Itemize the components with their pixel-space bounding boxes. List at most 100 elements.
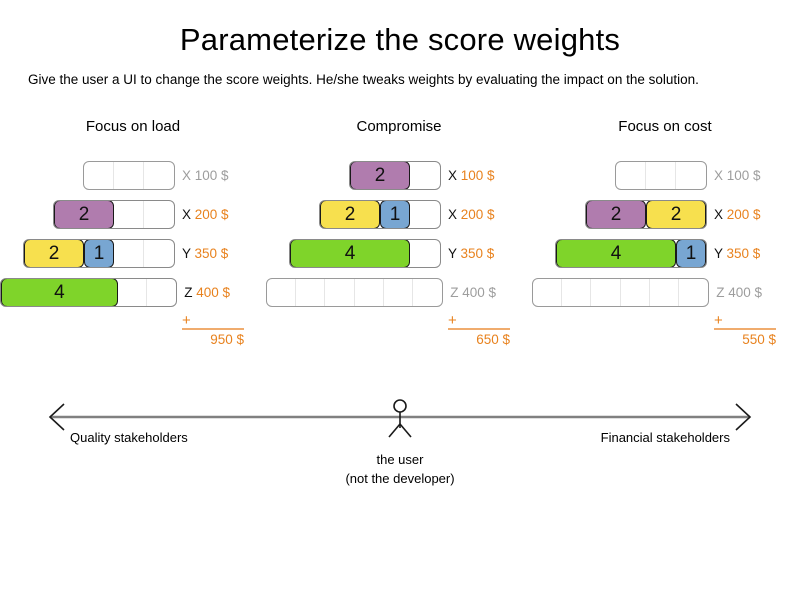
column-heading: Compromise xyxy=(356,118,442,135)
empty-slot[interactable] xyxy=(413,279,442,306)
weight-row: 4 Z 400 $ xyxy=(0,273,266,312)
weight-slider-track[interactable]: 2 xyxy=(349,161,441,190)
weight-slider-track[interactable] xyxy=(266,278,444,307)
empty-slot[interactable] xyxy=(84,162,114,189)
row-letter: X xyxy=(448,207,458,222)
row-letter: X xyxy=(714,207,724,222)
weight-segment[interactable]: 2 xyxy=(646,201,706,228)
weight-slider-track[interactable] xyxy=(615,161,707,190)
sum-row: +950 $ xyxy=(0,312,266,347)
empty-slot[interactable] xyxy=(679,279,708,306)
weight-slider-track[interactable] xyxy=(532,278,710,307)
sum-row: +650 $ xyxy=(266,312,532,347)
empty-slot[interactable] xyxy=(144,162,174,189)
weight-segment[interactable]: 2 xyxy=(350,162,410,189)
row-price: 400 $ xyxy=(196,285,231,300)
row-price: 200 $ xyxy=(194,207,229,222)
weight-segment[interactable]: 2 xyxy=(24,240,84,267)
weight-slider-track[interactable]: 4 xyxy=(289,239,441,268)
sum-total: 650 $ xyxy=(476,332,510,347)
empty-slot[interactable] xyxy=(410,162,440,189)
weight-segment[interactable]: 4 xyxy=(556,240,676,267)
weight-slider-track[interactable]: 2 xyxy=(53,200,175,229)
empty-slot[interactable] xyxy=(650,279,680,306)
row-price: 100 $ xyxy=(726,168,761,183)
weight-slider-track[interactable]: 4 xyxy=(0,278,178,307)
empty-slot[interactable] xyxy=(676,162,706,189)
empty-slot[interactable] xyxy=(114,240,144,267)
weight-row: Z 400 $ xyxy=(266,273,532,312)
page-title: Parameterize the score weights xyxy=(179,22,621,57)
weight-row: 4 Y 350 $ xyxy=(266,234,532,273)
row-letter: Y xyxy=(182,246,191,261)
weight-segment[interactable]: 1 xyxy=(380,201,410,228)
empty-slot[interactable] xyxy=(355,279,384,306)
empty-slot[interactable] xyxy=(296,279,326,306)
row-letter: X xyxy=(714,168,724,183)
empty-slot[interactable] xyxy=(533,279,563,306)
empty-slot[interactable] xyxy=(147,279,176,306)
row-letter: Z xyxy=(450,285,459,300)
empty-slot[interactable] xyxy=(325,279,355,306)
row-label: Z 400 $ xyxy=(450,285,532,300)
row-price: 350 $ xyxy=(460,246,495,261)
empty-slot[interactable] xyxy=(144,240,174,267)
sum-total: 550 $ xyxy=(742,332,776,347)
weight-segment[interactable]: 1 xyxy=(84,240,114,267)
weight-segment[interactable]: 1 xyxy=(676,240,706,267)
empty-slot[interactable] xyxy=(591,279,621,306)
weight-segment[interactable]: 2 xyxy=(54,201,114,228)
row-price: 100 $ xyxy=(460,168,495,183)
user-caption: the user (not the developer) xyxy=(0,450,800,488)
weight-segment[interactable]: 4 xyxy=(1,279,118,306)
row-label: X 200 $ xyxy=(182,207,266,222)
empty-slot[interactable] xyxy=(144,201,174,228)
user-caption-line2: (not the developer) xyxy=(345,471,455,486)
row-price: 200 $ xyxy=(726,207,761,222)
empty-slot[interactable] xyxy=(114,201,144,228)
weight-row: X 100 $ xyxy=(0,156,266,195)
row-letter: X xyxy=(182,168,192,183)
sum-box: +650 $ xyxy=(448,313,532,347)
row-price: 200 $ xyxy=(460,207,495,222)
empty-slot[interactable] xyxy=(621,279,650,306)
weight-segment[interactable]: 2 xyxy=(586,201,646,228)
row-label: X 100 $ xyxy=(182,168,266,183)
stick-figure-user xyxy=(388,399,412,438)
row-label: Z 400 $ xyxy=(184,285,266,300)
empty-slot[interactable] xyxy=(114,162,144,189)
page-subtitle: Give the user a UI to change the score w… xyxy=(28,72,699,87)
weight-slider-track[interactable] xyxy=(83,161,175,190)
row-price: 350 $ xyxy=(726,246,761,261)
empty-slot[interactable] xyxy=(118,279,148,306)
empty-slot[interactable] xyxy=(267,279,297,306)
sum-plus-sign: + xyxy=(448,313,510,330)
axis-label-left: Quality stakeholders xyxy=(70,430,188,445)
weight-segment[interactable]: 4 xyxy=(290,240,410,267)
sum-plus-sign: + xyxy=(714,313,776,330)
row-letter: Z xyxy=(184,285,193,300)
empty-slot[interactable] xyxy=(562,279,592,306)
empty-slot[interactable] xyxy=(616,162,646,189)
sum-plus-sign: + xyxy=(182,313,244,330)
weight-segment[interactable]: 2 xyxy=(320,201,380,228)
empty-slot[interactable] xyxy=(646,162,676,189)
row-label: Y 350 $ xyxy=(448,246,532,261)
row-letter: Z xyxy=(716,285,725,300)
row-price: 400 $ xyxy=(462,285,497,300)
empty-slot[interactable] xyxy=(384,279,414,306)
empty-slot[interactable] xyxy=(410,240,440,267)
row-label: X 100 $ xyxy=(448,168,532,183)
row-label: X 200 $ xyxy=(714,207,798,222)
row-letter: X xyxy=(448,168,458,183)
empty-slot[interactable] xyxy=(410,201,440,228)
sum-row: +550 $ xyxy=(532,312,798,347)
